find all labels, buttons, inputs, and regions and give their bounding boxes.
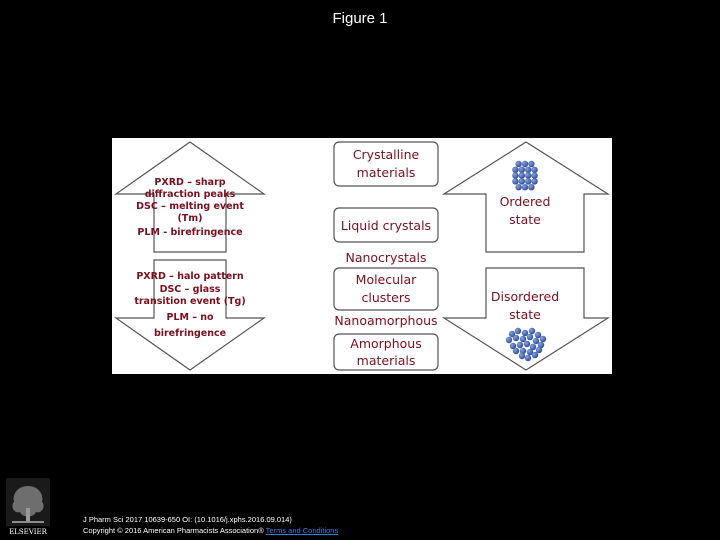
- citation-line2: Copyright © 2016 American Pharmacists As…: [83, 525, 338, 536]
- disordered-sphere: [519, 347, 527, 355]
- citation: J Pharm Sci 2017 10639-650 OI: (10.1016/…: [83, 514, 338, 536]
- ordered-lattice-illustration: [512, 160, 538, 191]
- disordered-sphere: [529, 343, 537, 351]
- citation-line1: J Pharm Sci 2017 10639-650 OI: (10.1016/…: [83, 515, 292, 524]
- disordered-sphere: [512, 347, 520, 355]
- right-top-arrow: [441, 141, 611, 253]
- disordered-sphere: [519, 335, 527, 343]
- nanocrystals-label: Nanocrystals: [345, 250, 426, 265]
- copyright-text: Copyright © 2016 American Pharmacists As…: [83, 526, 266, 535]
- box-crystalline: [333, 141, 439, 187]
- ordered-sphere: [531, 178, 538, 185]
- ordered-sphere: [531, 172, 538, 179]
- slide-title: Figure 1: [332, 10, 388, 27]
- disordered-sphere: [537, 341, 545, 349]
- disordered-sphere: [508, 330, 516, 338]
- ordered-sphere: [525, 172, 532, 179]
- box-amorphous-line1: Amorphous: [350, 336, 421, 351]
- elsevier-tree-logo-icon: ELSEVIER: [6, 478, 50, 536]
- ordered-sphere: [528, 184, 535, 191]
- ordered-sphere: [512, 172, 519, 179]
- disordered-cluster-illustration: [505, 327, 547, 362]
- disordered-sphere: [509, 342, 517, 350]
- disordered-sphere: [523, 340, 531, 348]
- disordered-sphere: [505, 336, 513, 344]
- box-crystalline-line1: Crystalline: [353, 147, 420, 162]
- disordered-sphere: [512, 334, 520, 342]
- disordered-sphere: [532, 337, 540, 345]
- left-top-line4: (Tm): [177, 213, 202, 224]
- left-bottom-arrow: [114, 259, 266, 371]
- box-liquid-crystals: [333, 207, 439, 243]
- ordered-sphere: [515, 184, 522, 191]
- disordered-sphere: [535, 346, 543, 354]
- terms-and-conditions-link[interactable]: Terms and Conditions: [265, 526, 339, 535]
- box-crystalline-line2: materials: [357, 165, 416, 180]
- left-top-line3: DSC – melting event: [136, 201, 244, 212]
- disordered-sphere: [526, 348, 534, 356]
- disordered-line1: Disordered: [491, 289, 559, 304]
- disordered-sphere: [521, 329, 529, 337]
- ordered-sphere: [512, 166, 519, 173]
- publisher-name: ELSEVIER: [9, 528, 48, 536]
- disordered-sphere: [534, 331, 542, 339]
- box-liquid-crystals-label: Liquid crystals: [341, 218, 431, 233]
- ordered-sphere: [525, 178, 532, 185]
- ordered-sphere: [525, 166, 532, 173]
- left-bottom-line1: PXRD – halo pattern: [136, 271, 244, 282]
- disordered-line2: state: [509, 307, 541, 322]
- ordered-sphere: [531, 166, 538, 173]
- box-molecular-line1: Molecular: [356, 272, 418, 287]
- right-bottom-arrow: [441, 267, 611, 371]
- left-top-line1: PXRD – sharp: [154, 177, 225, 188]
- ordered-sphere: [512, 178, 519, 185]
- left-top-arrow: [114, 141, 266, 253]
- box-molecular-clusters: [333, 267, 439, 311]
- left-top-line2: diffraction peaks: [145, 189, 236, 200]
- left-bottom-line2: DSC – glass: [160, 284, 221, 295]
- figure-panel: Crystalline materials Liquid crystals Mo…: [112, 138, 612, 374]
- ordered-sphere: [518, 178, 525, 185]
- ordered-sphere: [521, 184, 529, 191]
- disordered-sphere: [526, 333, 534, 341]
- disordered-sphere: [524, 354, 532, 362]
- box-amorphous: [333, 333, 439, 371]
- left-top-line5: PLM - birefringence: [137, 227, 242, 238]
- ordered-sphere: [521, 160, 529, 168]
- ordered-sphere: [528, 160, 535, 168]
- ordered-line1: Ordered: [500, 194, 551, 209]
- box-amorphous-line2: materials: [357, 353, 416, 368]
- disordered-sphere: [514, 327, 522, 335]
- disordered-sphere: [539, 335, 547, 343]
- left-bottom-line5: birefringence: [154, 328, 226, 339]
- ordered-line2: state: [509, 212, 541, 227]
- ordered-sphere: [515, 160, 522, 168]
- disordered-sphere: [518, 352, 526, 360]
- left-bottom-line3: transition event (Tg): [134, 296, 245, 307]
- disordered-sphere: [531, 351, 539, 359]
- disordered-sphere: [516, 341, 524, 349]
- disordered-sphere: [528, 327, 536, 335]
- nanoamorphous-label: Nanoamorphous: [334, 313, 437, 328]
- left-bottom-line4: PLM – no: [166, 312, 214, 323]
- diagram-svg: Crystalline materials Liquid crystals Mo…: [114, 141, 611, 371]
- ordered-sphere: [518, 166, 525, 173]
- ordered-sphere: [518, 172, 525, 179]
- box-molecular-line2: clusters: [361, 290, 410, 305]
